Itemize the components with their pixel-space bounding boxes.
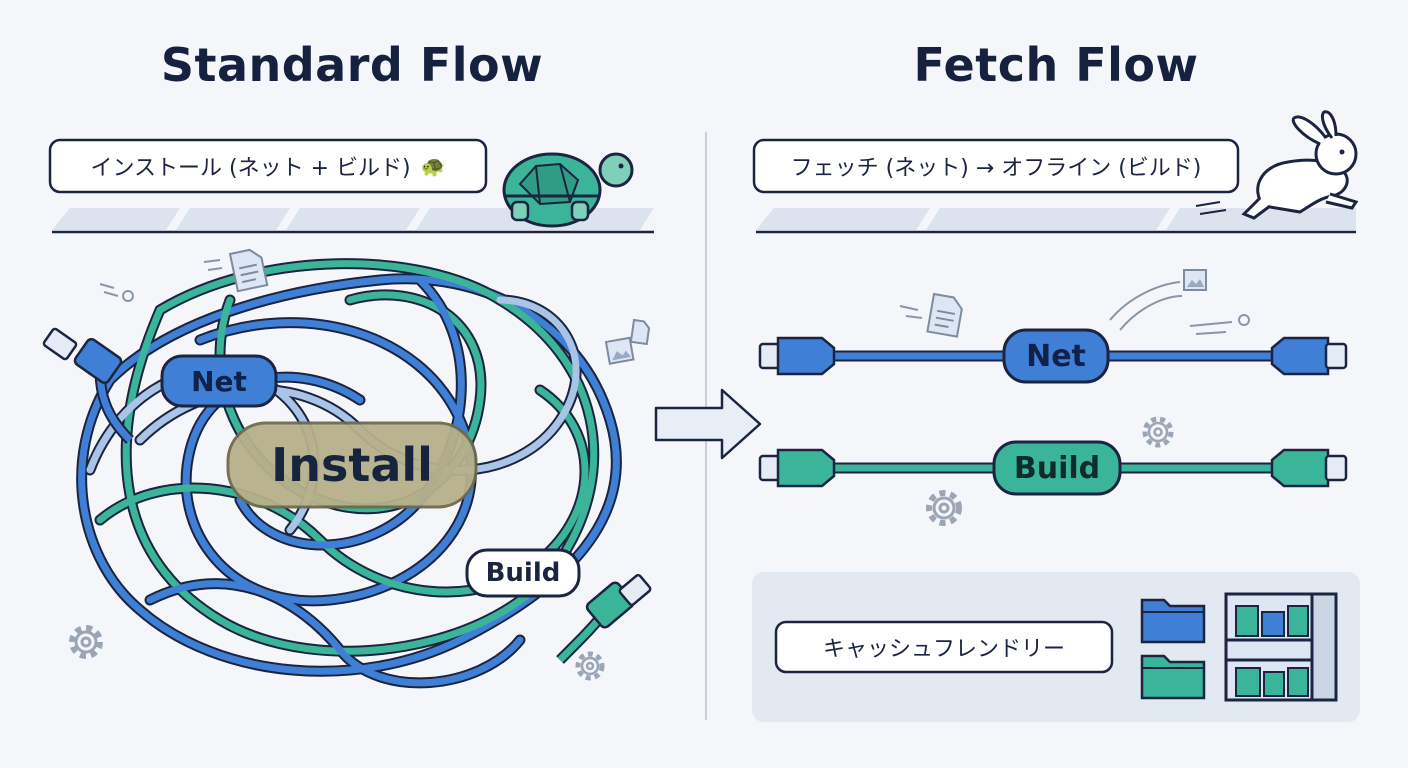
- motion-lines-icon: [99, 259, 223, 302]
- image-file-icon: [604, 336, 635, 365]
- gear-icon: [69, 625, 103, 659]
- transition-arrow: [654, 388, 762, 460]
- folder-icon: [1140, 598, 1206, 644]
- rabbit-icon: [1195, 110, 1359, 220]
- net-tag-left: Net: [191, 364, 247, 398]
- document-icon: [926, 292, 963, 338]
- build-tag-right: Build: [1013, 450, 1101, 486]
- turtle-icon: [502, 152, 634, 228]
- install-tag-bg: [226, 421, 478, 509]
- install-step-label: インストール (ネット + ビルド) 🐢: [50, 140, 486, 192]
- folder-icon: [1140, 654, 1206, 700]
- fetch-flow-title: Fetch Flow: [913, 38, 1199, 92]
- file-small-icon: [629, 318, 651, 346]
- net-tag-right: Net: [1026, 338, 1086, 374]
- progress-track-right: [756, 208, 1356, 234]
- document-icon: [228, 248, 269, 293]
- shelf-icon: [1224, 592, 1338, 702]
- net-tag-left-bg: [160, 354, 278, 408]
- fetch-step-label: フェッチ (ネット) → オフライン (ビルド): [790, 156, 1202, 181]
- build-tag-right-bg: [992, 440, 1122, 496]
- image-file-icon: [1183, 269, 1207, 291]
- cache-label-pill: [774, 620, 1114, 674]
- build-tag-left: Build: [485, 558, 561, 588]
- gear-icon: [926, 490, 962, 526]
- cable-plug-left-top: [42, 327, 134, 444]
- standard-flow-title: Standard Flow: [160, 38, 544, 92]
- motion-lines-icon: [899, 281, 1250, 335]
- gear-icon: [575, 651, 605, 681]
- gear-icon: [1142, 416, 1174, 448]
- fetch-step-pill: [752, 138, 1240, 194]
- turtle-emoji-icon: 🐢: [420, 154, 446, 178]
- install-tag: Install: [271, 438, 433, 492]
- cable-plug-right-bottom: [556, 573, 652, 664]
- cache-friendly-label: キャッシュフレンドリー: [822, 637, 1065, 662]
- install-step-pill: [48, 138, 488, 194]
- net-tag-right-bg: [1002, 328, 1110, 384]
- build-tag-left-bg: [465, 548, 581, 598]
- install-step-text: インストール (ネット + ビルド): [90, 156, 411, 181]
